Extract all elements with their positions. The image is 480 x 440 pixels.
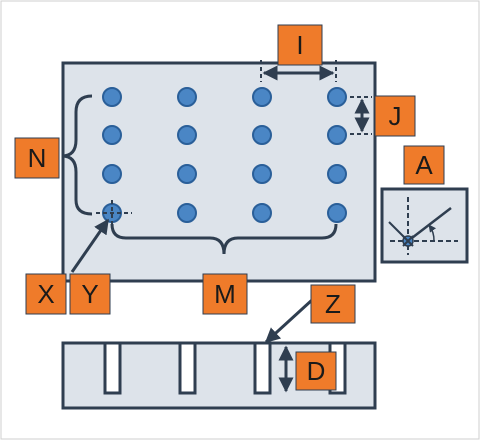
label-y: Y [69, 273, 111, 315]
label-z: Z [310, 284, 356, 324]
hole [327, 87, 347, 107]
svg-text:Z: Z [325, 289, 341, 319]
slot [103, 341, 122, 395]
svg-text:X: X [37, 279, 54, 309]
svg-text:N: N [28, 143, 47, 173]
label-n: N [14, 137, 60, 179]
hole [252, 87, 272, 107]
label-x: X [25, 273, 67, 315]
angle-detail-box [380, 187, 469, 264]
hole [252, 203, 272, 223]
hole [327, 125, 347, 145]
hole [177, 164, 197, 184]
hole [177, 125, 197, 145]
hole [177, 203, 197, 223]
svg-text:I: I [296, 30, 303, 60]
reference-crosshair [96, 200, 132, 224]
slot [178, 341, 197, 395]
hole [327, 164, 347, 184]
hole [102, 125, 122, 145]
slot [253, 341, 272, 395]
brace-n [61, 94, 93, 216]
dimension-j [350, 96, 372, 135]
hole [252, 164, 272, 184]
hole [327, 203, 347, 223]
svg-text:Y: Y [81, 279, 98, 309]
hole [102, 164, 122, 184]
label-j: J [374, 95, 416, 137]
svg-text:J: J [389, 101, 402, 131]
label-a: A [403, 145, 445, 185]
hole [252, 125, 272, 145]
svg-text:D: D [307, 356, 326, 386]
label-d: D [295, 351, 337, 391]
dimension-i [260, 60, 337, 82]
brace-m [110, 223, 338, 255]
hole [177, 87, 197, 107]
hole [102, 87, 122, 107]
label-i: I [277, 24, 323, 66]
leader-xy [70, 218, 110, 273]
leader-z [264, 298, 314, 344]
label-m: M [202, 273, 248, 315]
svg-text:M: M [214, 279, 236, 309]
svg-text:A: A [415, 150, 433, 180]
